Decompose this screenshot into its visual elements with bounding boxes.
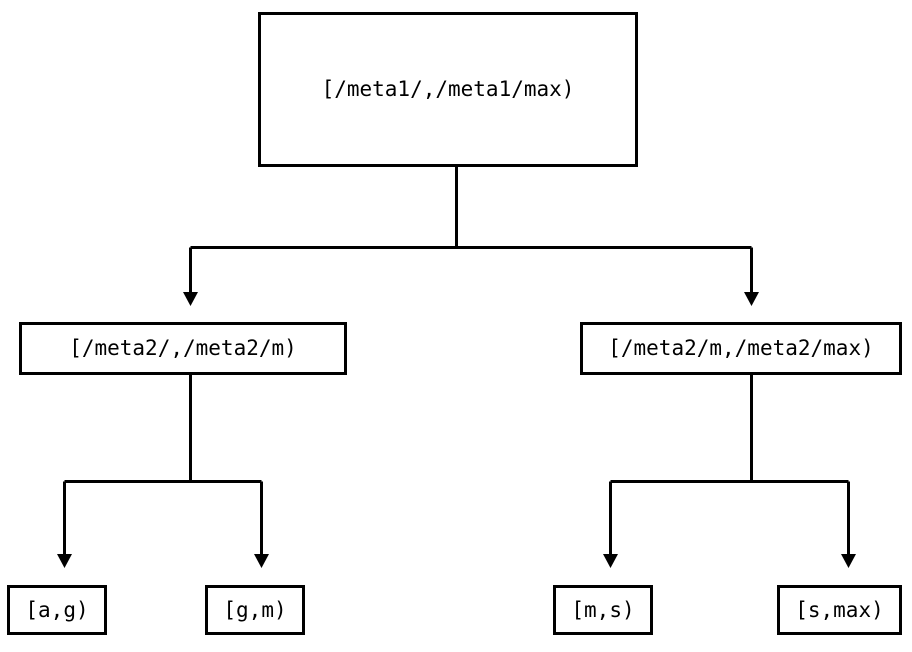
tree-node-mid-left-label: [/meta2/,/meta2/m) <box>69 336 297 360</box>
arrowhead-mid-left <box>183 292 198 306</box>
tree-node-mid-right-label: [/meta2/m,/meta2/max) <box>608 336 874 360</box>
tree-node-leaf-4[interactable]: [s,max) <box>777 585 902 635</box>
tree-node-root-label: [/meta1/,/meta1/max) <box>321 77 575 101</box>
arrowhead-leaf-4 <box>841 554 856 568</box>
tree-node-mid-left[interactable]: [/meta2/,/meta2/m) <box>19 322 347 375</box>
tree-node-leaf-1-label: [a,g) <box>25 597 89 622</box>
tree-node-leaf-1[interactable]: [a,g) <box>7 585 107 635</box>
tree-node-leaf-3[interactable]: [m,s) <box>553 585 653 635</box>
arrowhead-leaf-2 <box>254 554 269 568</box>
tree-node-mid-right[interactable]: [/meta2/m,/meta2/max) <box>580 322 902 375</box>
tree-node-leaf-2-label: [g,m) <box>223 597 287 622</box>
tree-node-root[interactable]: [/meta1/,/meta1/max) <box>258 12 638 167</box>
tree-node-leaf-4-label: [s,max) <box>795 597 884 622</box>
arrowhead-mid-right <box>744 292 759 306</box>
tree-node-leaf-3-label: [m,s) <box>571 597 635 622</box>
tree-node-leaf-2[interactable]: [g,m) <box>205 585 305 635</box>
arrowhead-leaf-3 <box>603 554 618 568</box>
arrowhead-leaf-1 <box>57 554 72 568</box>
